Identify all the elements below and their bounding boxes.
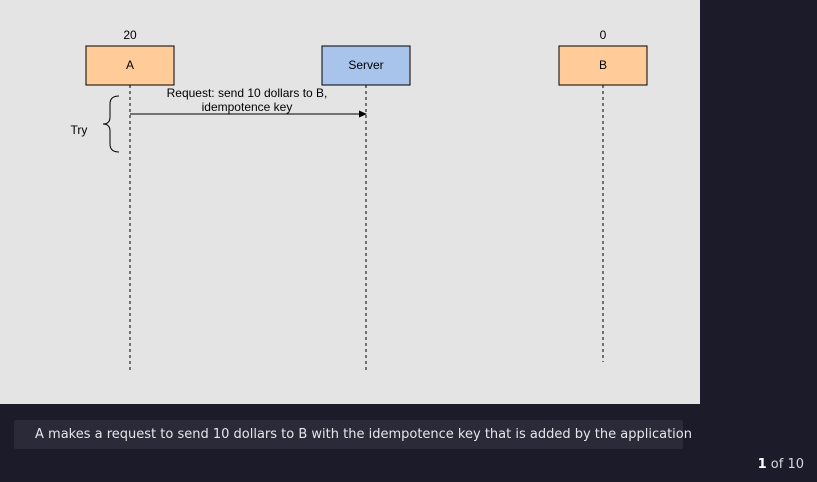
caption-bar: A makes a request to send 10 dollars to …	[14, 420, 692, 449]
page-total: of 10	[770, 457, 804, 472]
try-brace	[102, 95, 120, 153]
page-indicator: 1 of 10	[758, 457, 804, 472]
participant-server-box	[321, 45, 411, 86]
message-label-line2: idempotence key	[202, 100, 293, 114]
participant-b-label: B	[599, 58, 607, 72]
balance-b: 0	[600, 28, 607, 42]
participant-b-box	[558, 45, 648, 86]
try-label: Try	[71, 123, 88, 137]
participant-a-box	[85, 45, 175, 86]
participant-a-label: A	[126, 58, 134, 72]
participant-b[interactable]: B	[558, 45, 648, 86]
sequence-diagram: 20 0 A Server B Request: send 10 dollars…	[71, 28, 648, 372]
page-current: 1	[757, 457, 767, 472]
balance-a: 20	[123, 28, 137, 42]
diagram-canvas: 20 0 A Server B Request: send 10 dollars…	[0, 0, 700, 404]
caption-text: A makes a request to send 10 dollars to …	[35, 427, 692, 442]
message-label-line1: Request: send 10 dollars to B,	[167, 86, 328, 100]
participant-server-label: Server	[348, 58, 383, 72]
participant-a[interactable]: A	[85, 45, 175, 86]
participant-server[interactable]: Server	[321, 45, 411, 86]
